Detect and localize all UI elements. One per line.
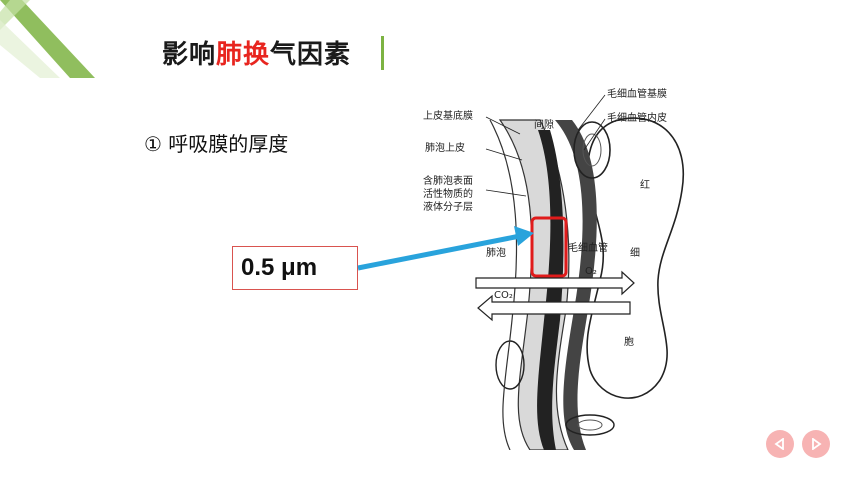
label-surfactant-1: 含肺泡表面 — [423, 176, 473, 187]
prev-slide-button[interactable] — [766, 430, 794, 458]
label-o2: O₂ — [585, 266, 597, 277]
corner-decoration — [0, 0, 95, 78]
label-alveolar-epithelium: 肺泡上皮 — [425, 143, 465, 154]
next-slide-button[interactable] — [802, 430, 830, 458]
highlight-box — [530, 216, 568, 278]
label-capillary-basement: 毛细血管基膜 — [607, 89, 667, 100]
label-interstitial: 间隙 — [534, 120, 554, 131]
label-rbc-2: 细 — [630, 248, 640, 259]
thickness-value-box: 0.5 μm — [232, 246, 358, 290]
respiratory-membrane-diagram — [475, 117, 685, 450]
label-rbc-1: 红 — [640, 180, 650, 191]
label-alveolus: 肺泡 — [486, 248, 506, 259]
triangle-left-icon — [774, 438, 784, 450]
alveolar-loop-lower — [495, 340, 525, 390]
label-epithelial-basement: 上皮基底膜 — [423, 111, 473, 122]
label-surfactant-3: 液体分子层 — [423, 202, 473, 213]
point-membrane-thickness: ① 呼吸膜的厚度 — [144, 132, 289, 156]
co2-arrow — [477, 294, 631, 322]
label-rbc-3: 胞 — [624, 337, 634, 348]
membrane-core — [537, 130, 564, 450]
title-divider — [381, 36, 384, 70]
triangle-right-icon — [812, 438, 822, 450]
label-capillary: 毛细血管 — [568, 243, 608, 254]
page-title: 影响肺换气因素 — [162, 34, 351, 71]
label-co2: CO₂ — [494, 290, 513, 301]
bottom-swirl — [565, 414, 615, 436]
title-highlight: 肺换 — [216, 40, 271, 70]
title-post: 气因素 — [270, 40, 352, 70]
label-surfactant-2: 活性物质的 — [423, 189, 473, 200]
label-capillary-endothelium: 毛细血管内皮 — [607, 113, 667, 124]
o2-arrow — [475, 270, 635, 296]
title-pre: 影响 — [162, 40, 217, 70]
capillary-wall — [555, 120, 597, 450]
